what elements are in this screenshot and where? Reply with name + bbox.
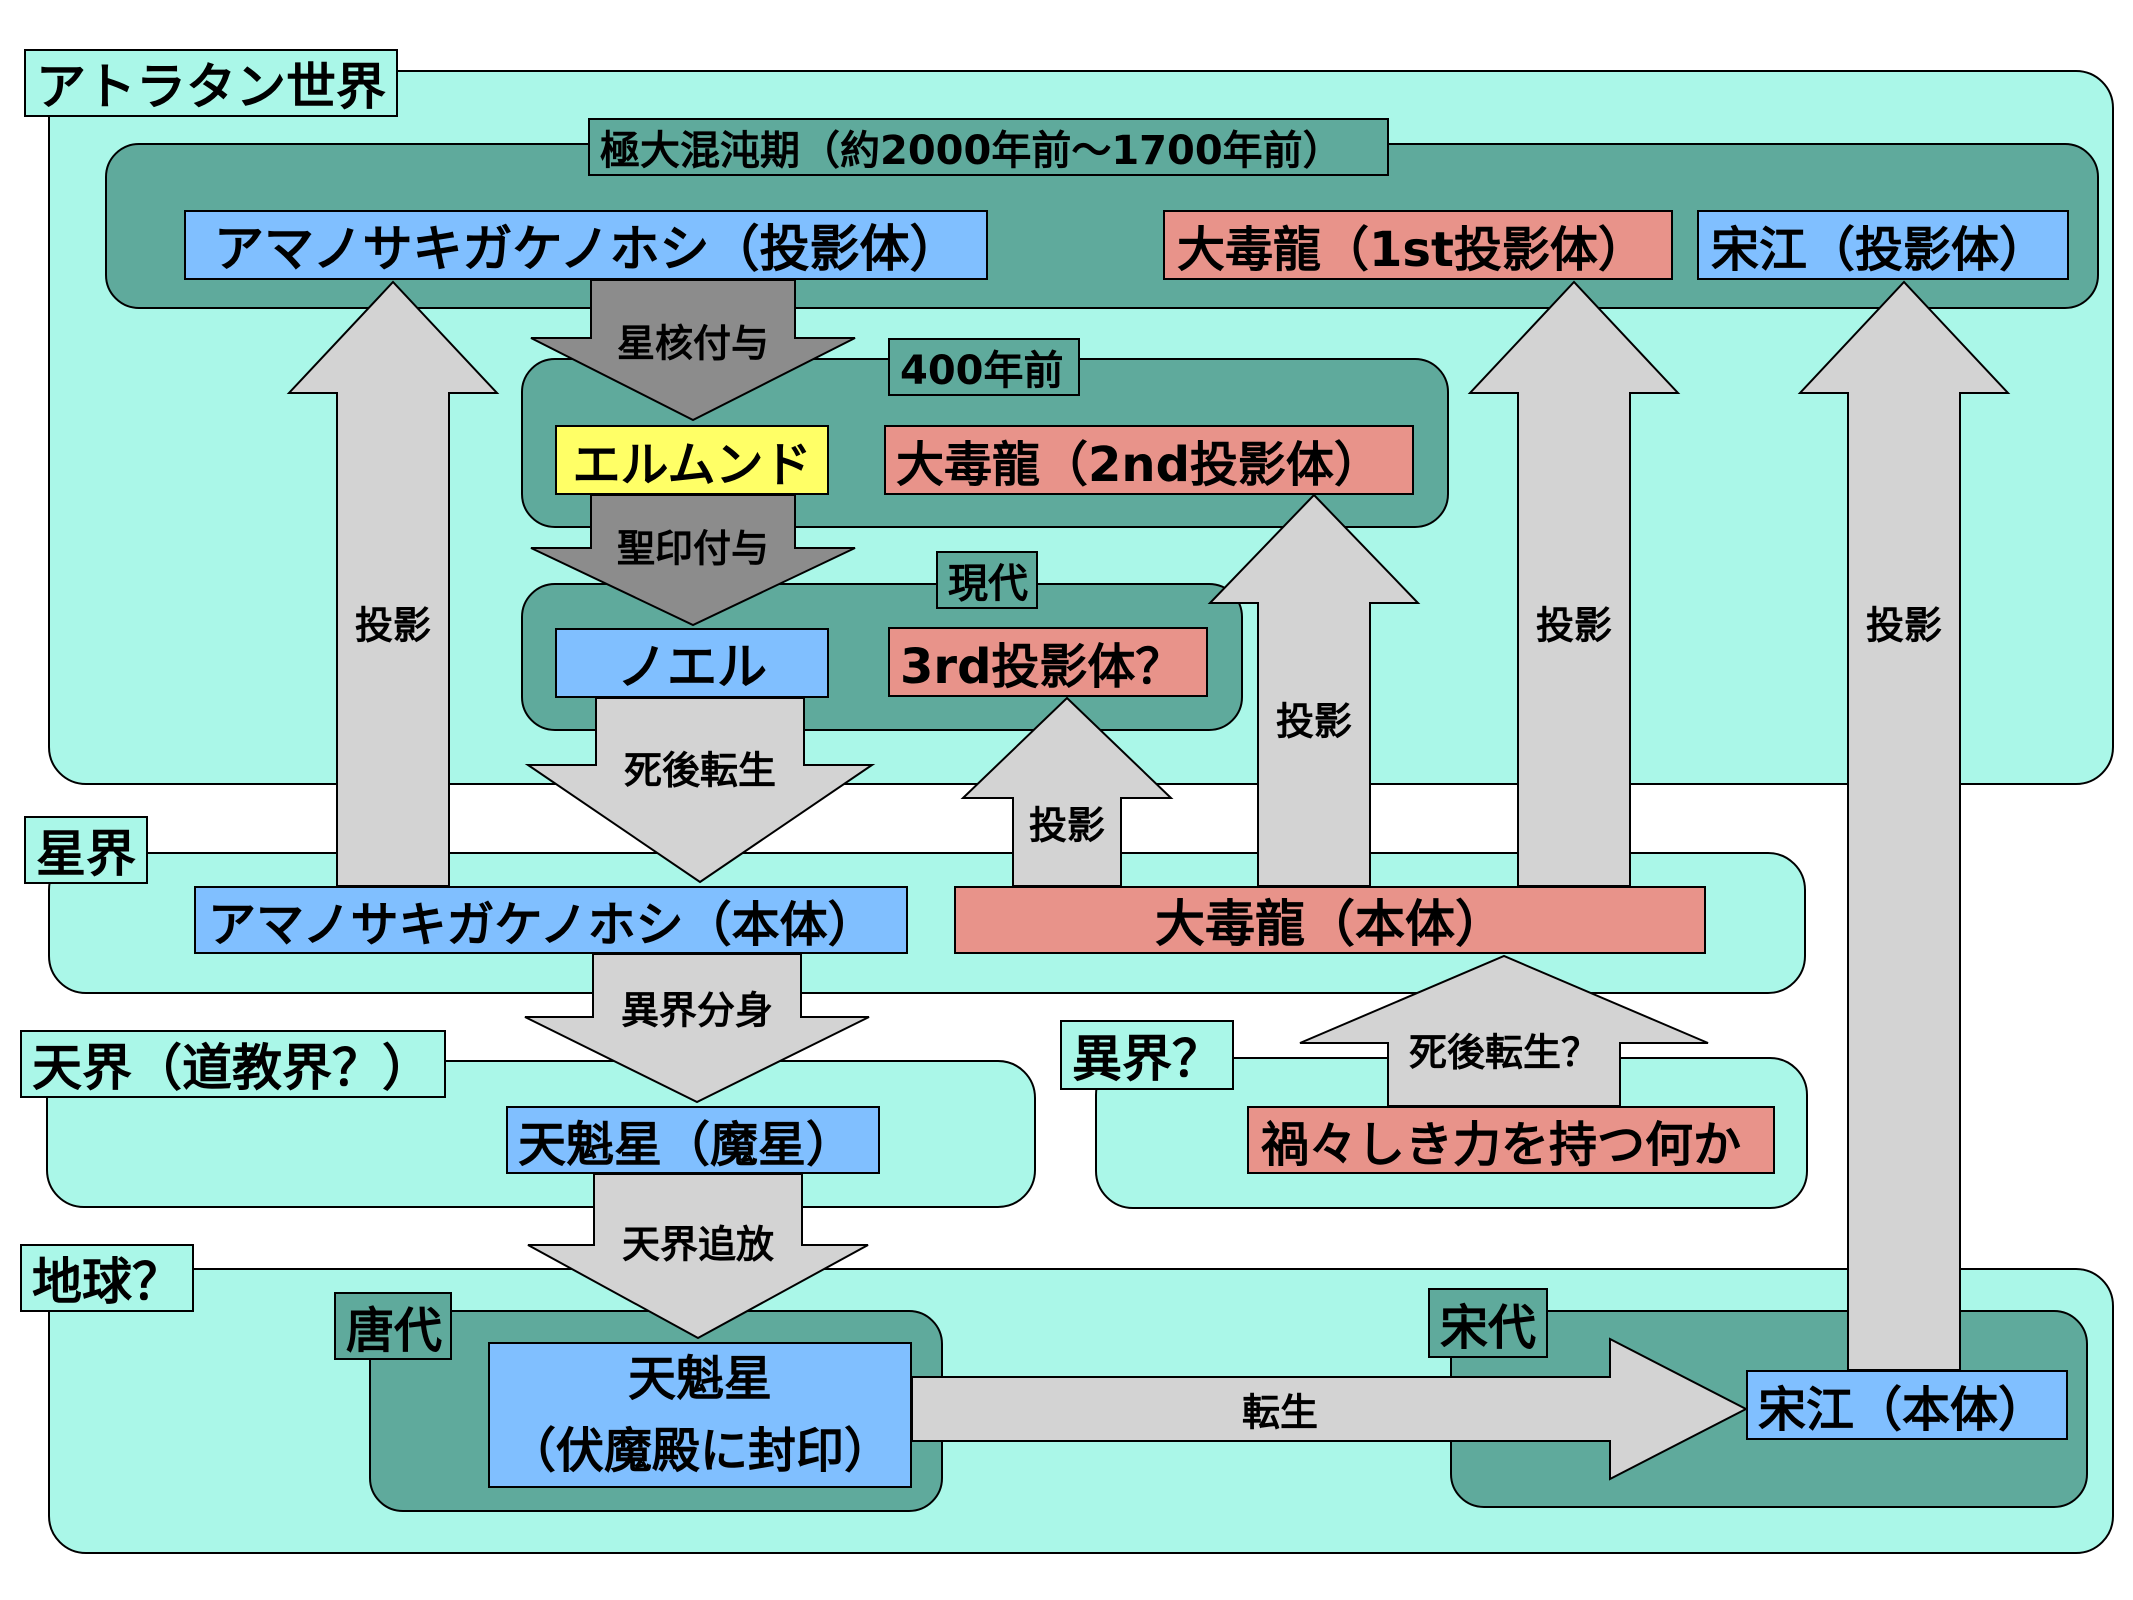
realm-label-otherworld: 異界？ (1060, 1020, 1234, 1090)
era-label-four-hundred: 400年前 (888, 338, 1080, 396)
soko-projection-node: 宋江（投影体） (1697, 210, 2069, 280)
arrow-projection-3rd (960, 696, 1174, 887)
daidokuryu-body-node: 大毒龍（本体） (954, 886, 1706, 954)
arrow-projection-1st (1467, 280, 1681, 887)
era-label-song: 宋代 (1428, 1288, 1548, 1358)
arrow-projection-amano (286, 280, 500, 887)
tenkaisei-sealed-line2: （伏魔殿に封印） (507, 1423, 892, 1479)
arrow-reincarnation (911, 1337, 1749, 1481)
amano-body-node: アマノサキガケノホシ（本体） (194, 886, 908, 954)
arrow-label-other-split: 異界分身 (620, 988, 774, 1033)
arrow-holy-seal (530, 494, 856, 627)
arrow-heaven-exile (527, 1173, 869, 1340)
arrow-label-projection-soko: 投影 (1865, 603, 1943, 648)
arrow-label-projection-3rd: 投影 (1028, 803, 1106, 848)
daidokuryu-1st-node: 大毒龍（1st投影体） (1163, 210, 1673, 280)
arrow-label-projection-1st: 投影 (1535, 603, 1613, 648)
arrow-projection-2nd (1207, 493, 1421, 887)
sinister-power-node: 禍々しき力を持つ何か (1247, 1106, 1775, 1174)
arrow-label-star-core: 星核付与 (616, 321, 770, 366)
arrow-rebirth-question (1299, 954, 1709, 1107)
tenkaisei-sealed-node: 天魁星 （伏魔殿に封印） (488, 1342, 912, 1488)
noel-node: ノエル (555, 628, 829, 698)
arrow-rebirth-death (524, 697, 876, 884)
realm-label-astral: 星界 (24, 816, 148, 884)
third-projection-node: 3rd投影体？ (888, 627, 1208, 697)
tenkaisei-sealed-line1: 天魁星 (627, 1351, 772, 1407)
arrow-other-split (524, 953, 870, 1104)
arrow-label-rebirth-question: 死後転生？ (1408, 1030, 1600, 1075)
realm-label-earth: 地球？ (20, 1244, 194, 1312)
era-label-tang: 唐代 (334, 1292, 452, 1360)
arrow-star-core (530, 279, 856, 422)
tenkaisei-demon-node: 天魁星（魔星） (506, 1106, 880, 1174)
realm-label-atlatan: アトラタン世界 (24, 49, 398, 117)
arrow-label-heaven-exile: 天界追放 (621, 1222, 775, 1267)
arrow-label-holy-seal: 聖印付与 (616, 526, 770, 571)
arrow-projection-soko (1797, 280, 2011, 1371)
soko-body-node: 宋江（本体） (1746, 1370, 2068, 1440)
arrow-label-projection-2nd: 投影 (1275, 699, 1353, 744)
arrow-label-rebirth-death: 死後転生 (623, 748, 777, 793)
era-label-modern: 現代 (936, 551, 1038, 609)
elmund-node: エルムンド (555, 425, 829, 495)
arrow-label-projection-amano: 投影 (354, 603, 432, 648)
amano-projection-node: アマノサキガケノホシ（投影体） (184, 210, 988, 280)
arrow-label-reincarnation: 転生 (1241, 1390, 1319, 1435)
era-label-chaos: 極大混沌期（約2000年前〜1700年前） (588, 118, 1389, 176)
daidokuryu-2nd-node: 大毒龍（2nd投影体） (884, 425, 1414, 495)
realm-label-heaven: 天界（道教界？） (20, 1030, 446, 1098)
